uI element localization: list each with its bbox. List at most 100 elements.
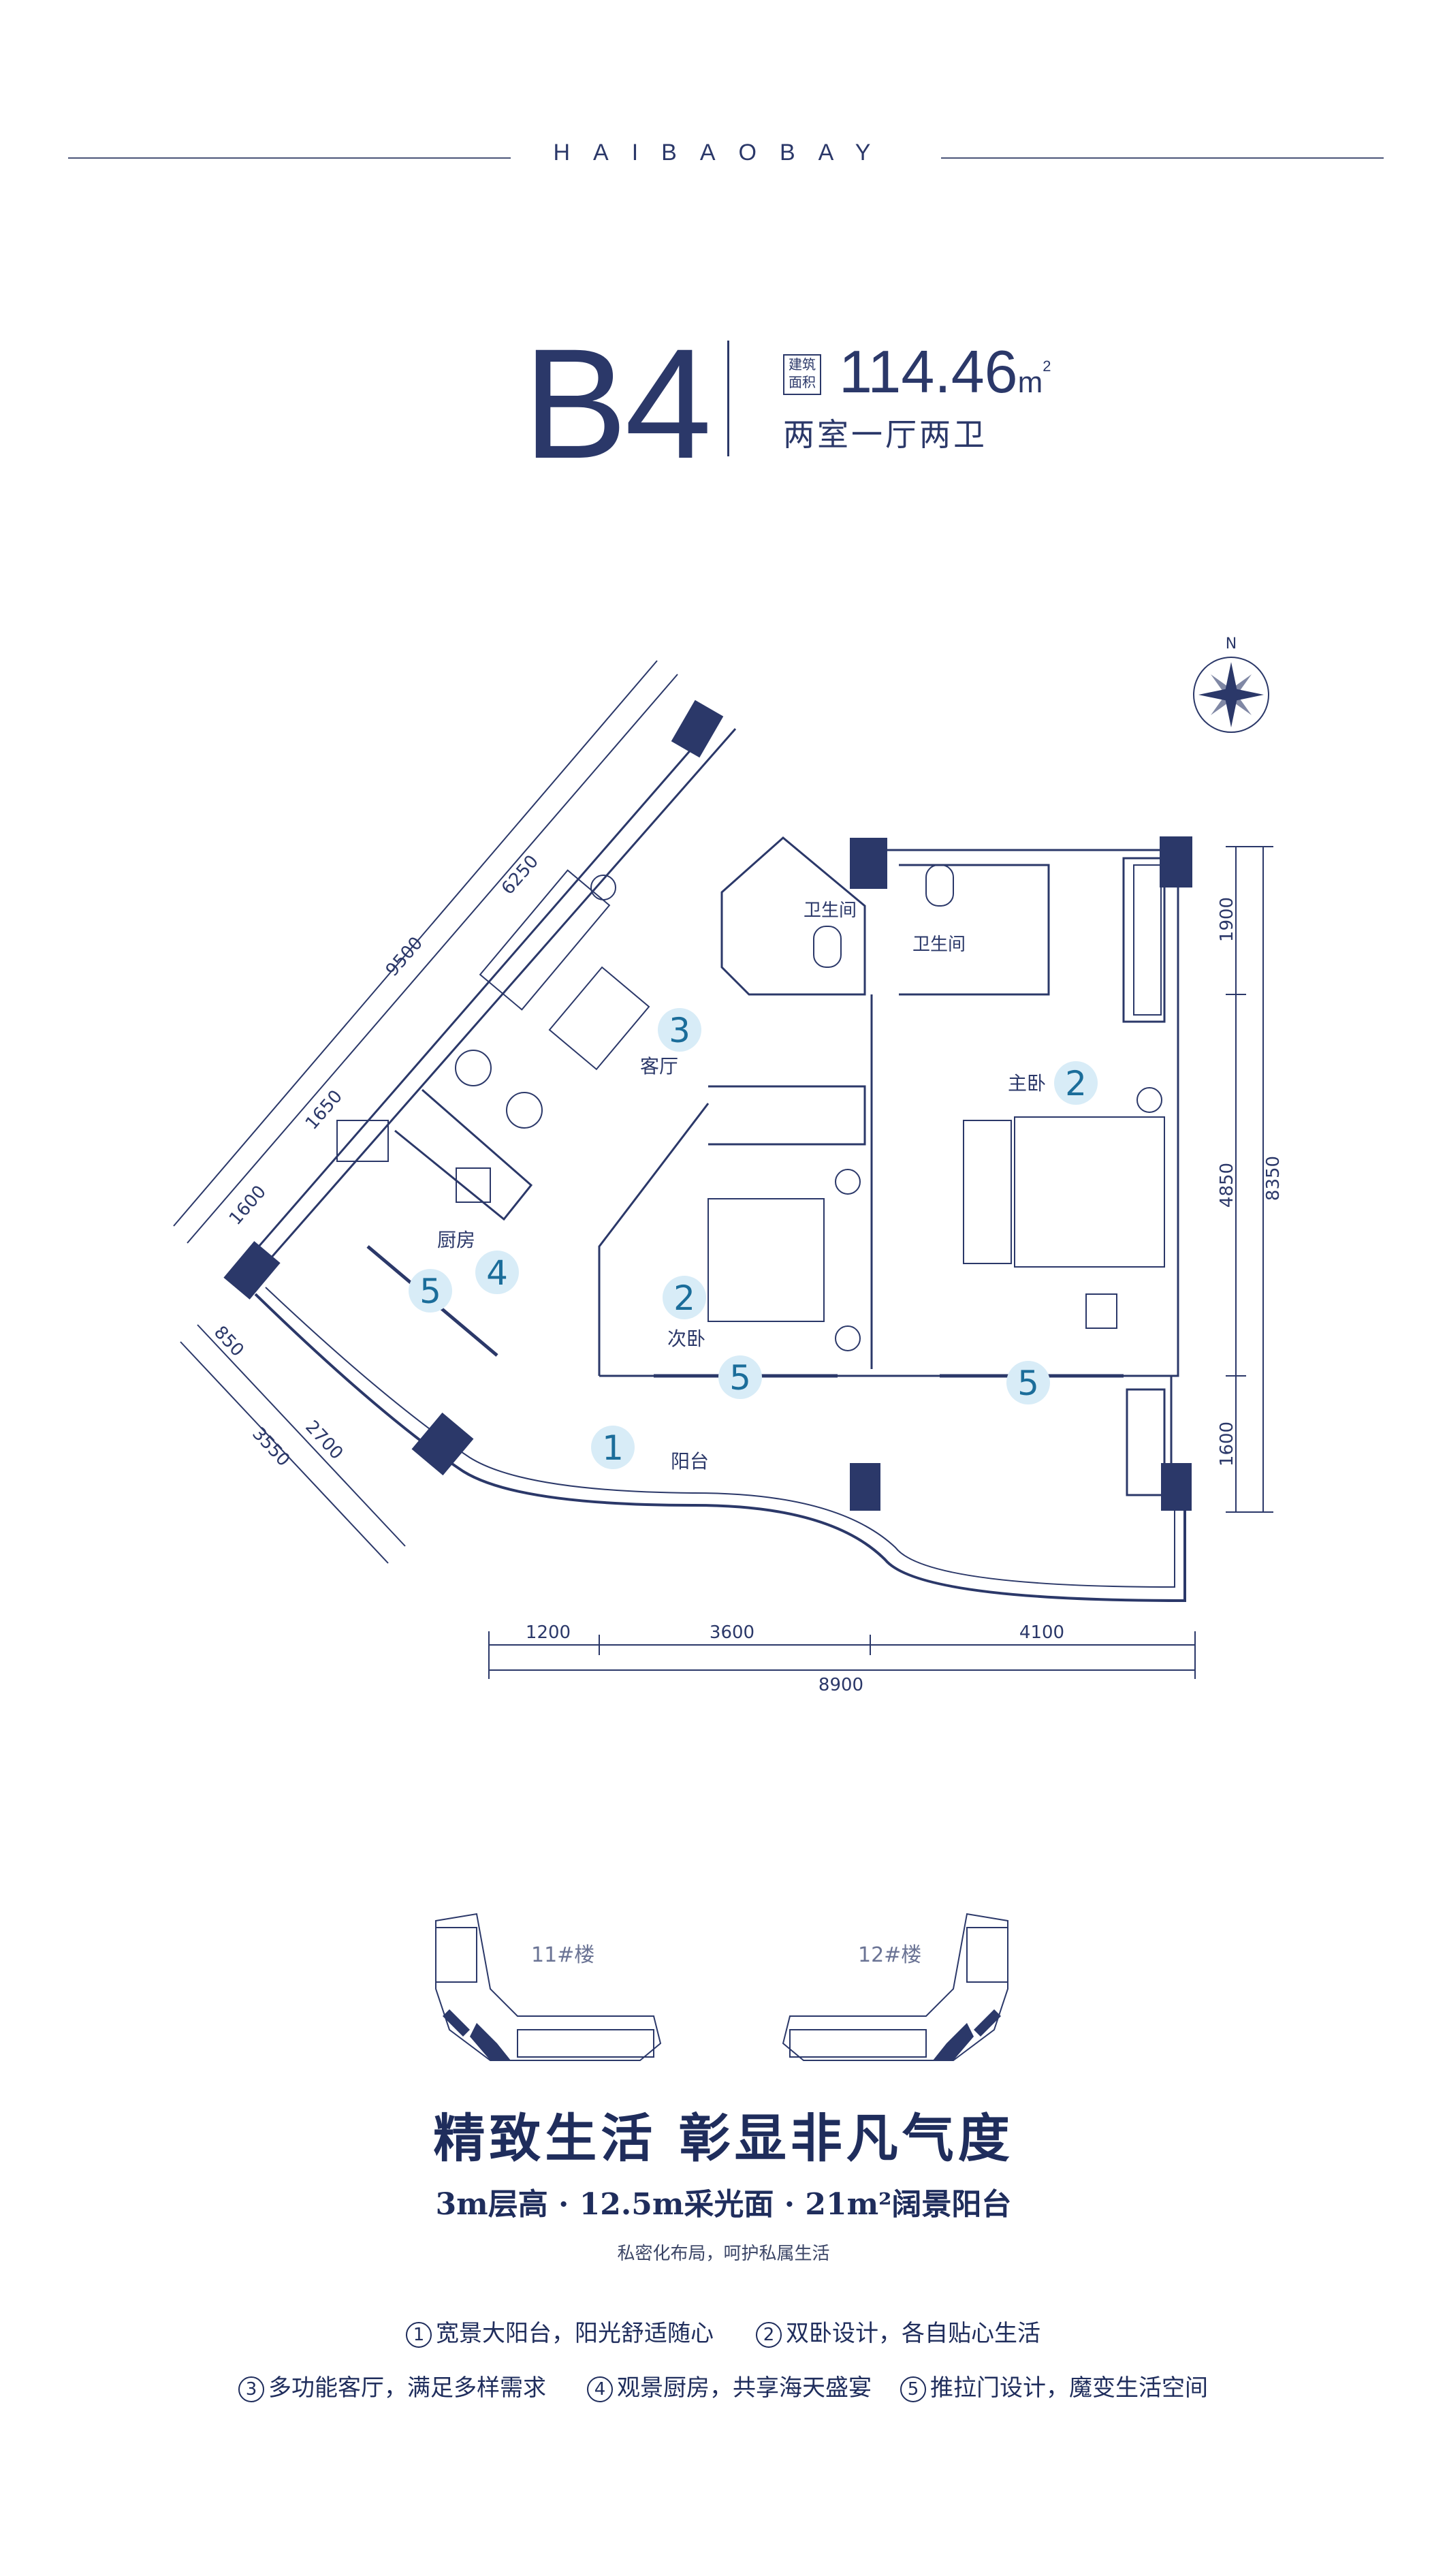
lamp <box>1136 1087 1162 1113</box>
feature-text: 宽景大阳台，阳光舒适随心 <box>436 2320 714 2347</box>
closet <box>1133 864 1162 1016</box>
dim-left-2: 1650 <box>302 1086 347 1134</box>
building-11-label: 11#楼 <box>531 1943 594 1967</box>
balcony-outline <box>254 1293 1186 1603</box>
second-bed <box>707 1198 825 1322</box>
sofa <box>479 869 611 1011</box>
dim-right-total: 8350 <box>1263 1156 1284 1201</box>
dim-lower-2: 2700 <box>301 1417 347 1464</box>
dim-left-3: 1600 <box>225 1182 270 1229</box>
room-bath2: 卫生间 <box>912 934 966 955</box>
outer-wall <box>866 849 1179 1495</box>
kitchen-counter <box>336 1120 389 1162</box>
brand-name: HAIBAOBAY <box>553 140 894 166</box>
header-rule-left <box>68 157 511 159</box>
area-label-box: 建筑面积 <box>783 354 821 395</box>
wall-bath <box>899 864 1050 996</box>
room-master: 主卧 <box>1008 1072 1046 1095</box>
compass-north: N <box>1226 635 1237 653</box>
marker-second: 2 <box>673 1278 695 1318</box>
room-kitchen: 厨房 <box>437 1229 475 1251</box>
feature-text: 多功能客厅，满足多样需求 <box>268 2374 546 2402</box>
column <box>411 1412 474 1476</box>
area-unit-sup: 2 <box>1043 358 1051 375</box>
wall-living-bed2 <box>598 1103 710 1376</box>
room-second: 次卧 <box>667 1328 705 1350</box>
feature-number: 5 <box>900 2376 926 2402</box>
outer-wall-left <box>244 728 737 1288</box>
room-bath1: 卫生间 <box>804 900 857 921</box>
building-12-outline <box>782 1913 1008 2061</box>
area-value: 114.46m2 <box>839 339 1051 415</box>
floor-plan: N 客厅 主卧 次卧 厨房 卫生间 卫生间 阳台 1 2 2 3 4 5 5 5 <box>173 635 1284 1695</box>
unit-code: B4 <box>523 316 712 491</box>
feature-text: 双卧设计，各自贴心生活 <box>786 2320 1040 2347</box>
building-11-outline <box>435 1913 662 2061</box>
dim-lower-1: 850 <box>210 1322 248 1361</box>
wall-bath1 <box>720 836 866 996</box>
toilet <box>925 864 954 907</box>
marker-door-bedroom: 5 <box>729 1358 751 1398</box>
room-living: 客厅 <box>640 1055 678 1078</box>
building-key-plans: 11#楼 12#楼 <box>435 1913 1008 2061</box>
wall-closet2 <box>1126 1388 1166 1496</box>
dim-right-2: 4850 <box>1217 1163 1237 1208</box>
master-bed <box>1014 1116 1165 1268</box>
column <box>850 838 887 889</box>
master-sofa <box>963 1120 1012 1264</box>
building-11-highlight <box>470 2023 511 2060</box>
area-unit: m <box>1017 366 1043 399</box>
lamp <box>835 1169 861 1195</box>
layout-type: 两室一厅两卫 <box>783 416 987 453</box>
feature-number: 2 <box>756 2322 782 2348</box>
building-12-label: 12#楼 <box>858 1943 921 1967</box>
column <box>223 1241 281 1300</box>
lamp <box>835 1325 861 1351</box>
marker-kitchen: 4 <box>486 1253 508 1293</box>
inner-left-wall <box>257 721 716 1247</box>
wall-kitchen <box>394 1088 533 1221</box>
compass-rose <box>1193 657 1269 733</box>
column <box>1161 1463 1192 1511</box>
marker-balcony: 1 <box>602 1428 624 1468</box>
feature-number: 4 <box>587 2376 613 2402</box>
wall-bed2-top <box>708 1085 866 1146</box>
marker-door-master: 5 <box>1017 1364 1039 1403</box>
marker-master: 2 <box>1065 1064 1087 1103</box>
marker-door-kitchen: 5 <box>419 1272 441 1311</box>
header-divider <box>727 341 729 456</box>
room-balcony: 阳台 <box>671 1450 709 1473</box>
feature-text: 观景厨房，共享海天盛宴 <box>617 2374 872 2402</box>
dim-bottom-2: 3600 <box>710 1622 754 1643</box>
dim-lower-total: 3550 <box>248 1424 293 1471</box>
slogan-subtitle: 3m层高 · 12.5m采光面 · 21m²阔景阳台 <box>435 2187 1012 2222</box>
marker-living: 3 <box>669 1011 690 1050</box>
dim-bottom-1: 1200 <box>526 1622 571 1643</box>
toilet <box>813 926 842 968</box>
lamp <box>590 875 616 900</box>
dim-bottom-3: 4100 <box>1019 1622 1064 1643</box>
feature-number: 1 <box>406 2322 432 2348</box>
dim-right-1: 1900 <box>1217 897 1237 942</box>
column <box>850 1463 880 1511</box>
stool <box>506 1092 543 1129</box>
area-number: 114.46 <box>839 338 1018 405</box>
coffee-table <box>548 966 650 1071</box>
slogan-note: 私密化布局，呵护私属生活 <box>617 2244 830 2264</box>
column <box>1160 836 1192 888</box>
column <box>671 700 724 758</box>
balcony-inner <box>265 1287 1175 1588</box>
header-rule-right <box>941 157 1384 159</box>
sink <box>456 1167 491 1203</box>
stool <box>455 1050 492 1086</box>
slogan-title: 精致生活 彰显非凡气度 <box>433 2108 1014 2169</box>
dim-bottom-total: 8900 <box>818 1675 863 1695</box>
desk <box>1085 1293 1117 1329</box>
wall-closet <box>1122 857 1166 1023</box>
building-12-highlight <box>933 2023 974 2060</box>
